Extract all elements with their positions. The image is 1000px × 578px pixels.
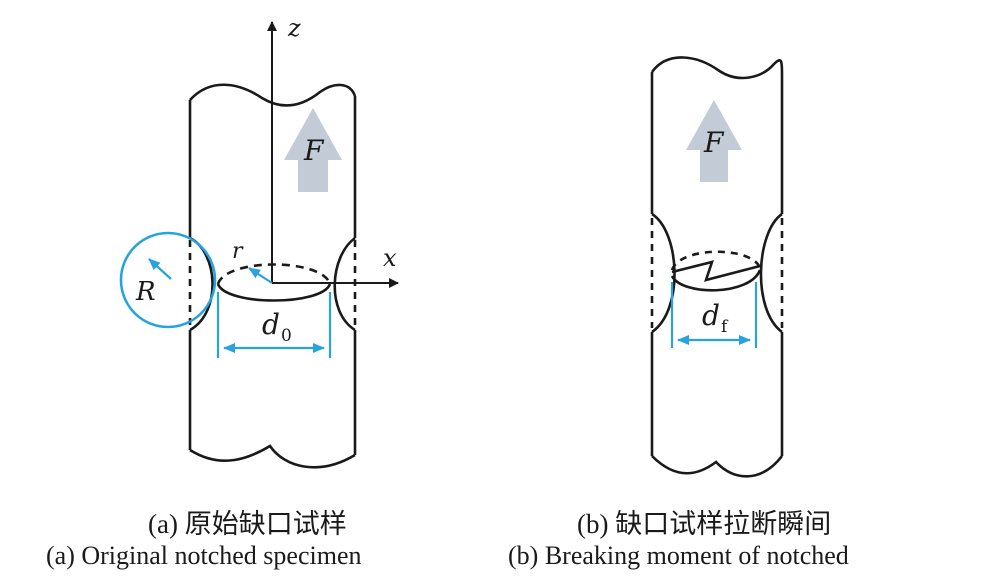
specimen-a-section-front [216, 283, 332, 302]
force-label-b: F [703, 126, 725, 159]
caption-b-chinese: (b) 缺口试样拉断瞬间 [577, 509, 832, 539]
caption-b-english: (b) Breaking moment of notched [508, 541, 849, 570]
notched-specimen-diagram: z x r F R d0 F df [119, 14, 784, 478]
notch-radius-R-arrow [148, 258, 172, 280]
x-axis-label: x [383, 244, 397, 272]
force-arrow-b [686, 100, 742, 182]
specimen-b-right-notch [759, 212, 783, 334]
specimen-b-section-front [670, 269, 762, 292]
notch-radius-R-label: R [135, 277, 156, 307]
caption-a-english: (a) Original notched specimen [46, 541, 362, 570]
dimension-d0 [216, 292, 332, 358]
specimen-a-section-back [216, 263, 332, 285]
caption-a-chinese: (a) 原始缺口试样 [148, 509, 347, 539]
specimen-b-section-back [670, 250, 762, 271]
fracture-crack [671, 260, 761, 282]
diameter-df-label: df [702, 299, 729, 337]
z-axis-label: z [287, 14, 301, 42]
specimen-b-top-edge [650, 56, 784, 80]
radius-r-arrow [248, 267, 273, 284]
specimen-a-left-notch [189, 236, 214, 332]
specimen-a-bottom-edge [189, 444, 356, 469]
dimension-df [670, 282, 758, 348]
notch-radius-circle [119, 231, 217, 329]
force-label-a: F [303, 134, 325, 167]
diameter-d0-label: d0 [262, 308, 292, 346]
force-arrow-a [284, 108, 342, 192]
panel-b [650, 56, 784, 478]
radius-r-label: r [232, 239, 244, 264]
axes-a [267, 21, 399, 288]
specimen-b-bottom-edge [651, 455, 784, 478]
specimen-a-top-edge [189, 83, 357, 107]
